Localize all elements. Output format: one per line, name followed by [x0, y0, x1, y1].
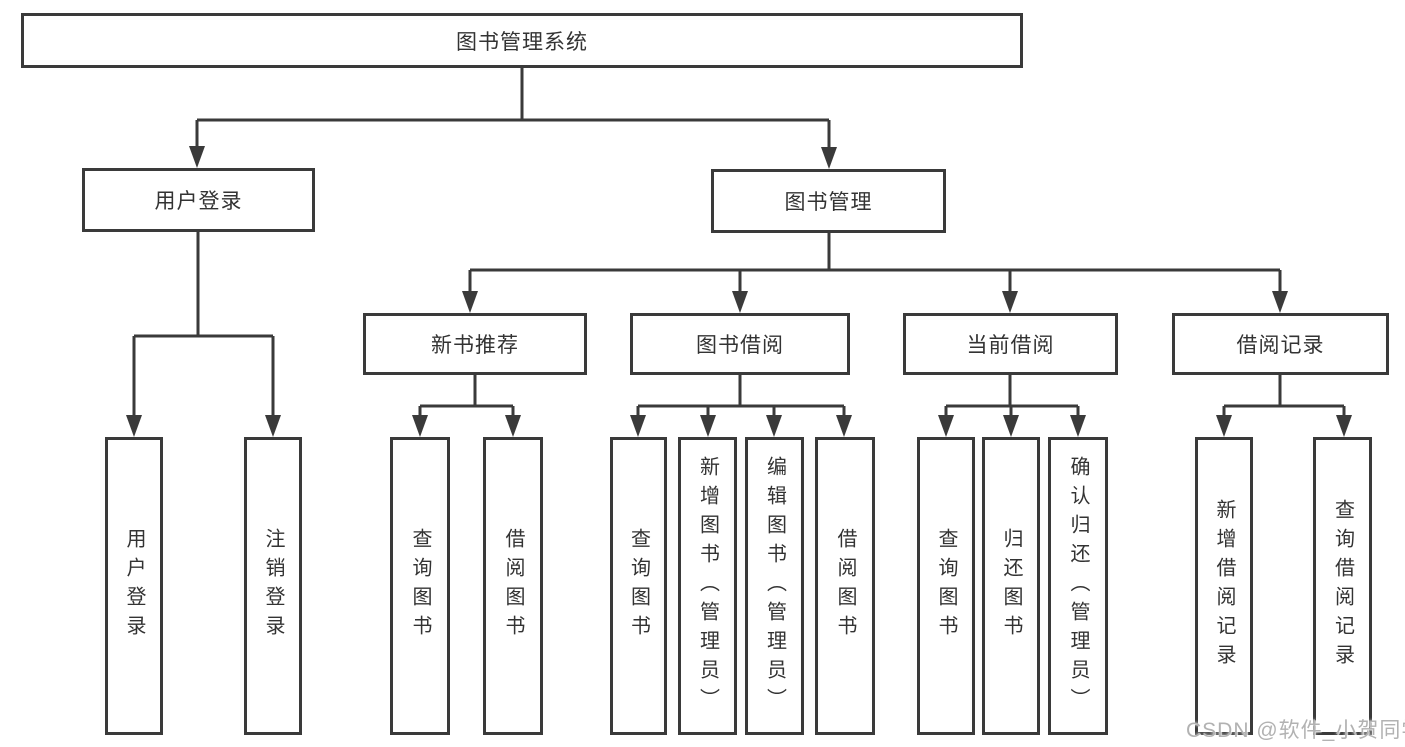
leaf-label: 查询图书 — [627, 528, 650, 644]
leaf-label: 新增图书（管理员） — [696, 455, 719, 717]
node-user-login: 用户登录 — [82, 168, 315, 232]
leaf-label: 查询图书 — [409, 528, 431, 644]
leaf-label: 确认归还（管理员） — [1067, 455, 1089, 717]
leaf-borrow-book-1: 借阅图书 — [483, 437, 543, 735]
node-label: 借阅记录 — [1236, 334, 1325, 357]
node-book-management: 图书管理 — [711, 169, 946, 233]
node-label: 图书借阅 — [696, 334, 784, 357]
leaf-label: 用户登录 — [123, 528, 145, 644]
leaf-label: 编辑图书（管理员） — [763, 455, 786, 717]
leaf-user-login: 用户登录 — [105, 437, 163, 735]
node-library-management-system: 图书管理系统 — [21, 13, 1023, 68]
node-borrow-records: 借阅记录 — [1172, 313, 1389, 375]
leaf-label: 注销登录 — [262, 528, 284, 644]
node-new-book-recommend: 新书推荐 — [363, 313, 587, 375]
leaf-query-book-3: 查询图书 — [917, 437, 975, 735]
leaf-label: 借阅图书 — [834, 528, 856, 644]
leaf-logout: 注销登录 — [244, 437, 302, 735]
leaf-label: 借阅图书 — [502, 528, 524, 644]
node-book-borrow: 图书借阅 — [630, 313, 850, 375]
node-current-borrow: 当前借阅 — [903, 313, 1118, 375]
node-label: 图书管理系统 — [456, 30, 588, 54]
leaf-label: 查询图书 — [935, 528, 957, 644]
leaf-add-book-admin: 新增图书（管理员） — [678, 437, 737, 735]
leaf-query-borrow-record: 查询借阅记录 — [1313, 437, 1372, 735]
leaf-query-book-1: 查询图书 — [390, 437, 450, 735]
leaf-confirm-return-admin: 确认归还（管理员） — [1048, 437, 1108, 735]
leaf-label: 查询借阅记录 — [1331, 499, 1354, 673]
leaf-label: 新增借阅记录 — [1213, 499, 1235, 673]
node-label: 图书管理 — [784, 191, 873, 214]
node-label: 当前借阅 — [966, 334, 1055, 357]
leaf-label: 归还图书 — [1000, 528, 1022, 644]
node-label: 新书推荐 — [431, 334, 519, 357]
leaf-query-book-2: 查询图书 — [610, 437, 667, 735]
leaf-return-book: 归还图书 — [982, 437, 1040, 735]
leaf-borrow-book-2: 借阅图书 — [815, 437, 875, 735]
node-label: 用户登录 — [154, 190, 243, 213]
leaf-edit-book-admin: 编辑图书（管理员） — [745, 437, 804, 735]
leaf-add-borrow-record: 新增借阅记录 — [1195, 437, 1253, 735]
csdn-watermark: CSDN @软件_小贺同学 — [1186, 719, 1405, 742]
